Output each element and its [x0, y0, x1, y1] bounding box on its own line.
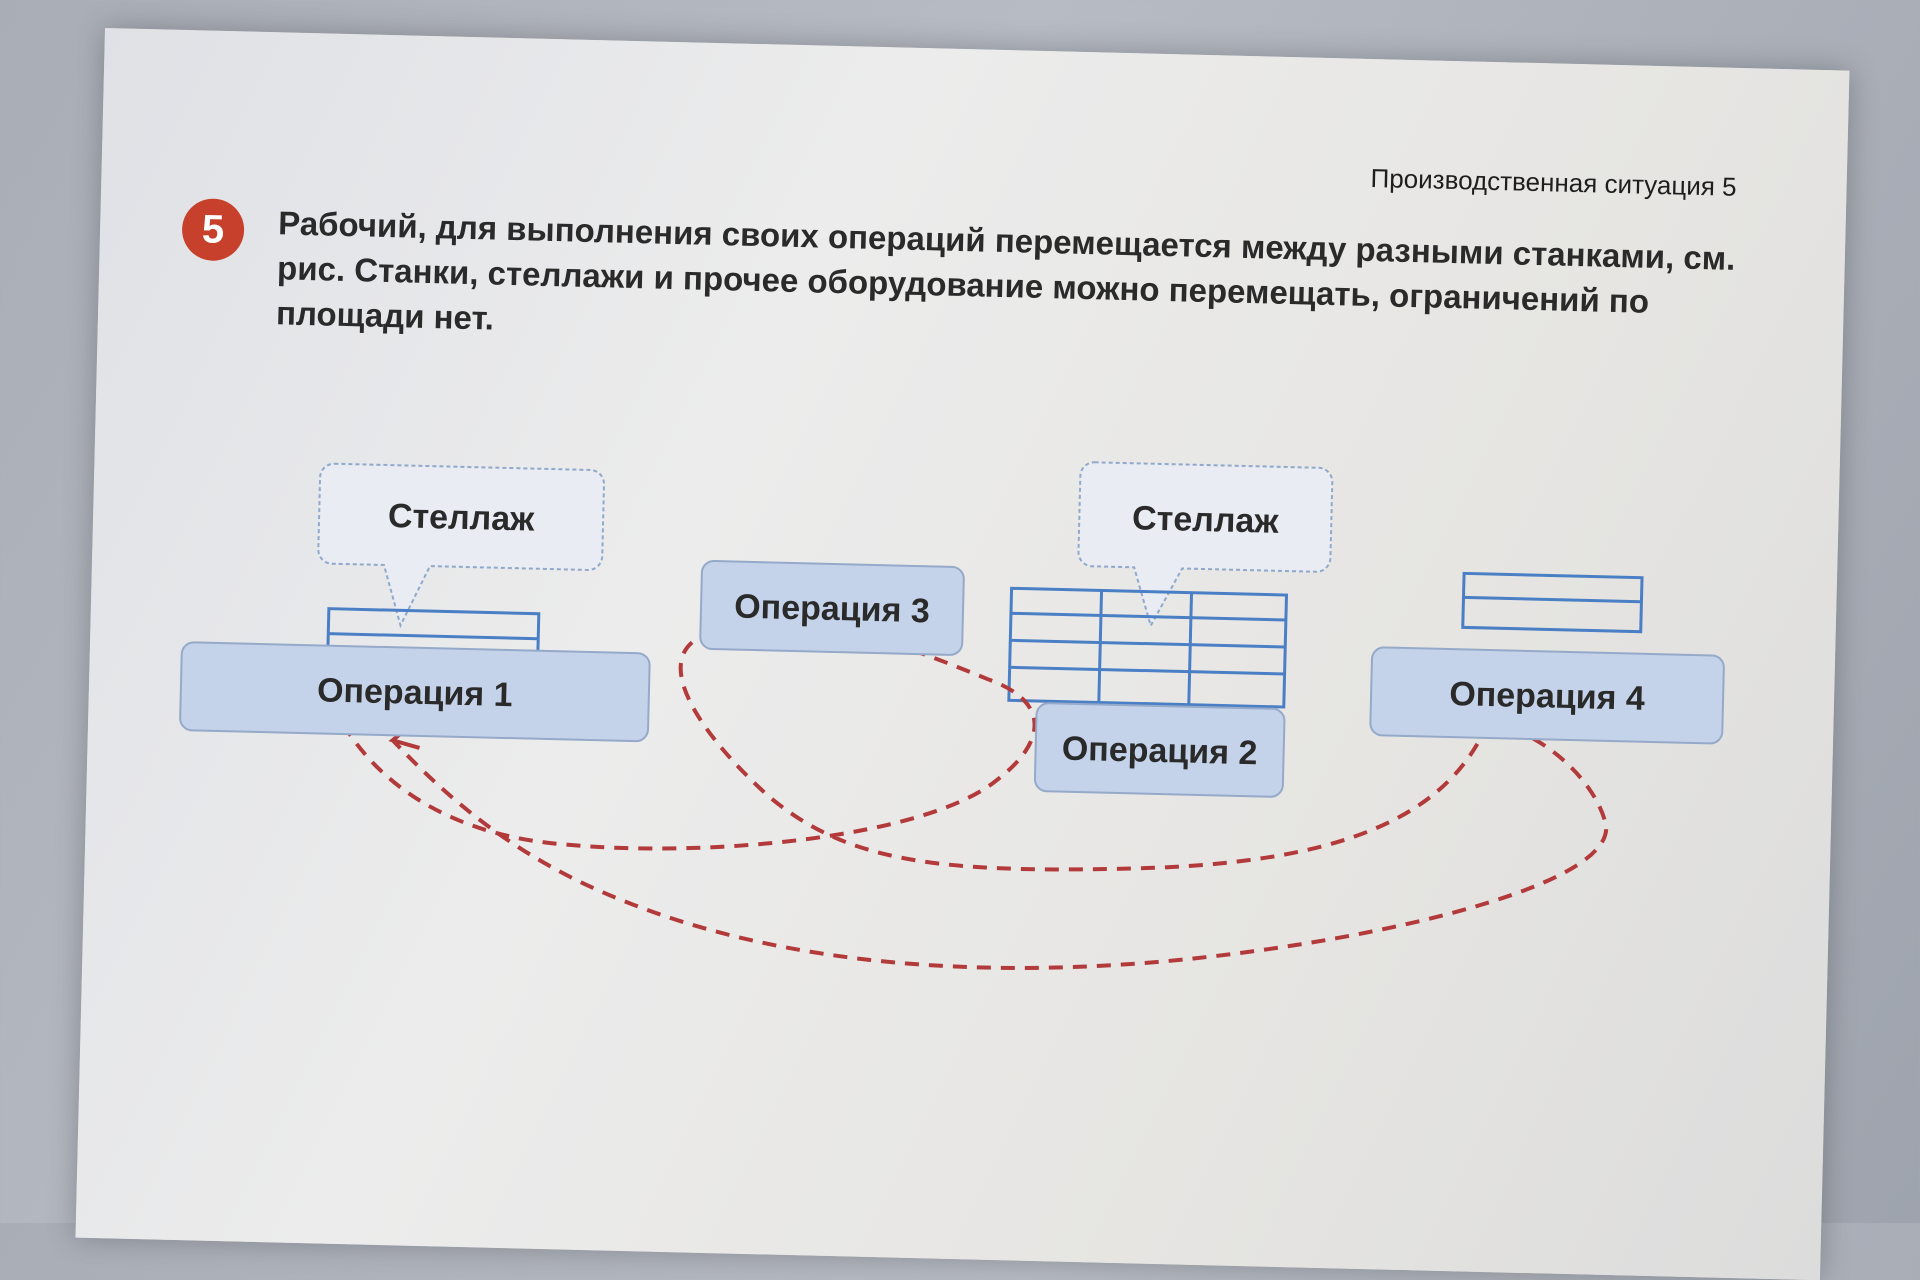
operation-3-label: Операция 3 [734, 588, 930, 631]
operation-3-box: Операция 3 [699, 560, 965, 656]
operation-4-box: Операция 4 [1369, 646, 1725, 745]
operation-1-box: Операция 1 [179, 641, 651, 743]
operation-2-label: Операция 2 [1061, 730, 1257, 773]
workflow-diagram: Стеллаж Стеллаж [179, 461, 1725, 970]
callout-rack-2: Стеллаж [1077, 461, 1334, 629]
slide: Производственная ситуация 5 5 Рабочий, д… [75, 28, 1850, 1280]
rack-2-drawing [1007, 586, 1289, 709]
rack-3-drawing [1461, 571, 1644, 634]
callout-rack-1-label: Стеллаж [388, 497, 536, 539]
callout-rack-2-label: Стеллаж [1132, 499, 1280, 541]
operation-1-label: Операция 1 [317, 671, 513, 714]
operation-2-box: Операция 2 [1033, 702, 1286, 798]
operation-4-label: Операция 4 [1449, 675, 1646, 718]
callout-rack-1: Стеллаж [317, 462, 606, 629]
